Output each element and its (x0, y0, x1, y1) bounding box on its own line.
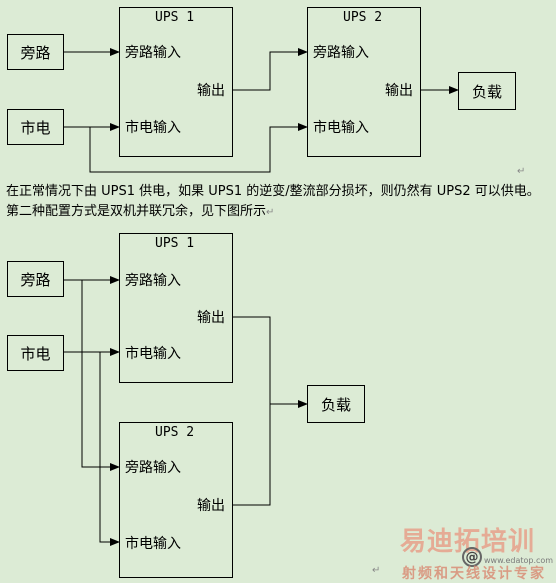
ups1-box-2: UPS 1 旁路输入 输出 市电输入 (119, 233, 233, 383)
load-label-2: 负载 (320, 395, 351, 414)
ups1-mains-input: 市电输入 (125, 120, 181, 136)
watermark-url: www.edatop.com (484, 556, 554, 565)
mains-label: 市电 (20, 118, 51, 137)
text-line-1: 在正常情况下由 UPS1 供电，如果 UPS1 的逆变/整流部分损坏，则仍然有 … (6, 184, 540, 199)
watermark-logo-icon: @ (462, 547, 482, 567)
paragraph-mark: ↵ (372, 565, 381, 576)
ups2-box-2: UPS 2 旁路输入 输出 市电输入 (119, 422, 233, 578)
ups2-bypass-input-2: 旁路输入 (125, 460, 181, 476)
ups2-title: UPS 2 (343, 10, 383, 25)
text-line-2-content: 第二种配置方式是双机并联冗余，见下图所示 (6, 204, 267, 219)
mains-source-box: 市电 (7, 109, 64, 145)
ups1-box: UPS 1 旁路输入 输出 市电输入 (119, 7, 233, 157)
bypass-label: 旁路 (20, 43, 51, 62)
ups1-title-2: UPS 1 (155, 236, 195, 251)
bypass-source-box: 旁路 (7, 34, 64, 70)
wire2-outputs-bus (232, 316, 271, 506)
paragraph-mark: ↵ (266, 207, 275, 218)
load-box-2: 负载 (307, 385, 365, 423)
mains-label-2: 市电 (20, 344, 51, 363)
paragraph-mark: ↵ (517, 166, 526, 177)
ups2-mains-input: 市电输入 (313, 120, 369, 136)
ups2-mains-input-2: 市电输入 (125, 536, 181, 552)
watermark-slogan: 射频和天线设计专家 (402, 566, 546, 582)
ups2-bypass-input: 旁路输入 (313, 45, 369, 61)
mains-source-box-2: 市电 (7, 335, 64, 371)
ups1-title: UPS 1 (155, 10, 195, 25)
ups1-bypass-input: 旁路输入 (125, 45, 181, 61)
ups2-output-2: 输出 (197, 498, 225, 514)
load-box: 负载 (458, 72, 516, 110)
ups1-output-2: 输出 (197, 310, 225, 326)
wire-ups1-out-to-ups2 (232, 48, 308, 91)
ups1-bypass-input-2: 旁路输入 (125, 273, 181, 289)
wire2-mains-to-ups2 (99, 352, 120, 546)
wire-mains-to-ups2 (89, 123, 308, 173)
ups1-mains-input-2: 市电输入 (125, 346, 181, 362)
ups2-box: UPS 2 旁路输入 输出 市电输入 (307, 7, 421, 157)
bypass-source-box-2: 旁路 (7, 261, 64, 297)
bypass-label-2: 旁路 (20, 270, 51, 289)
wire2-bypass-to-ups2 (81, 280, 120, 471)
load-label: 负载 (471, 82, 502, 101)
ups2-output: 输出 (385, 83, 413, 99)
ups1-output: 输出 (197, 83, 225, 99)
ups2-title-2: UPS 2 (155, 425, 195, 440)
text-line-2: 第二种配置方式是双机并联冗余，见下图所示↵ (6, 203, 274, 222)
